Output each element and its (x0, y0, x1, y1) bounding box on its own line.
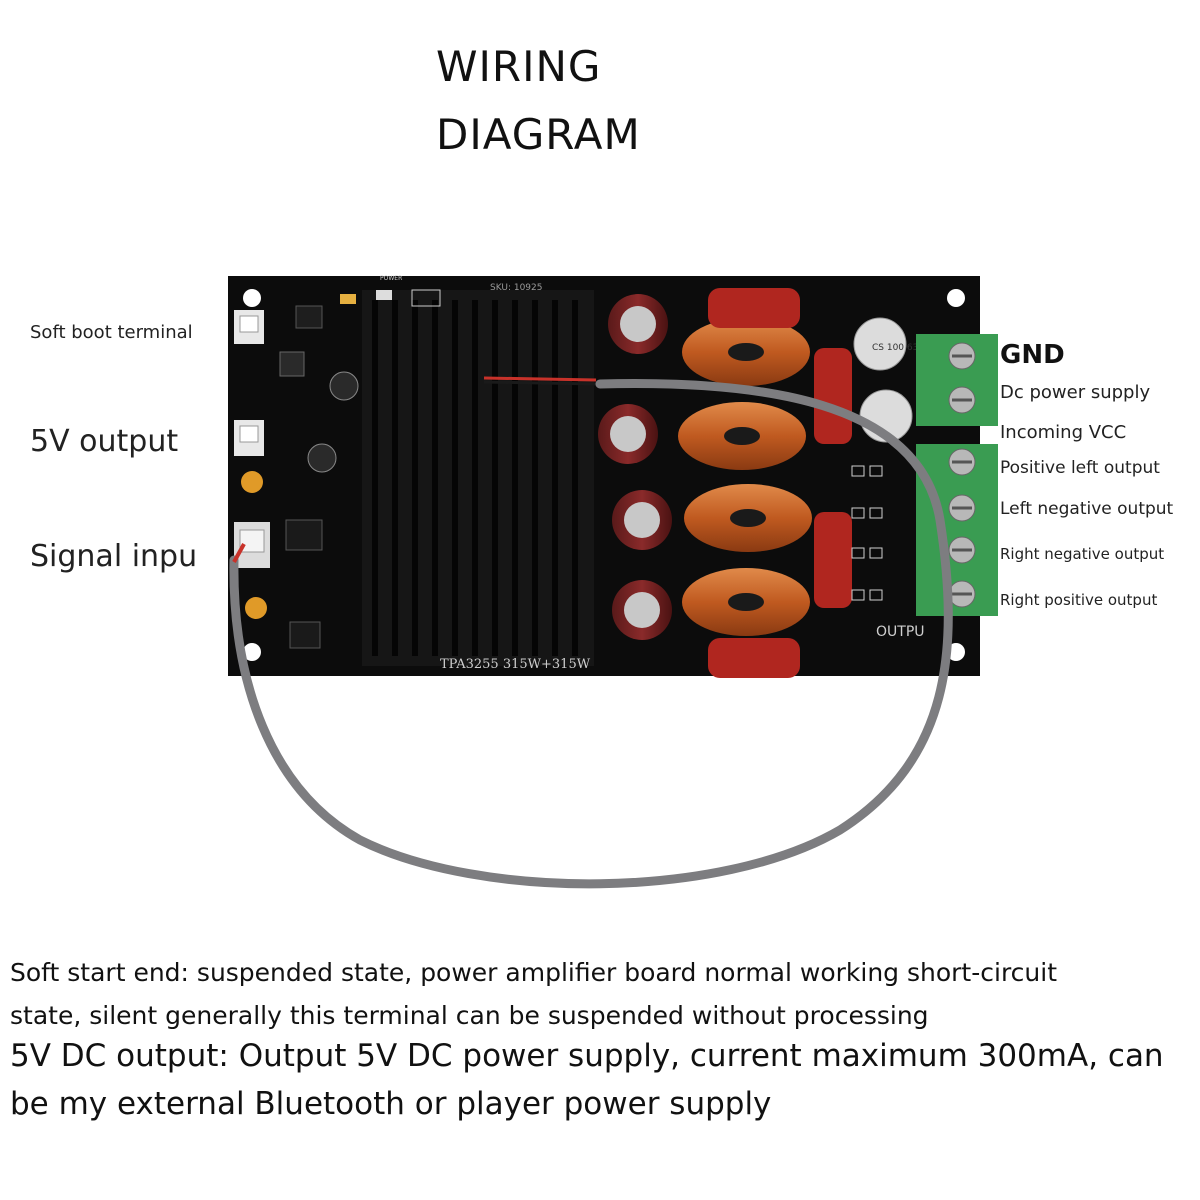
right-negative-output-label: Right negative output (1000, 545, 1165, 563)
power-led-text: POWER (380, 275, 402, 282)
soft-boot-terminal-label: Soft boot terminal (30, 322, 193, 343)
signal-cable (229, 379, 953, 889)
positive-left-output-label: Positive left output (1000, 458, 1160, 478)
gnd-label: GND (1000, 340, 1065, 370)
mounting-hole (947, 289, 965, 307)
board-model-text: TPA3255 315W+315W (440, 657, 591, 672)
smd-pads (851, 465, 883, 601)
left-components (234, 289, 441, 649)
black-wire (483, 380, 597, 386)
five-v-output-label: 5V output (30, 424, 179, 459)
description-line-3: 5V DC output: Output 5V DC power supply,… (10, 1038, 1164, 1074)
cable-end-red (232, 543, 246, 563)
title-line-2: DIAGRAM (436, 110, 641, 159)
heatsink (362, 290, 594, 666)
mounting-hole (947, 643, 965, 661)
screw-terminal-block (916, 334, 998, 616)
signal-input-label: Signal inpu (30, 539, 198, 574)
incoming-vcc-label: Incoming VCC (1000, 422, 1127, 443)
inductor-coils (678, 318, 812, 636)
mounting-hole (243, 643, 261, 661)
left-negative-output-label: Left negative output (1000, 499, 1174, 519)
mounting-hole (243, 289, 261, 307)
electrolytic-capacitors: CS 100 63V (598, 294, 925, 640)
dc-power-supply-label: Dc power supply (1000, 382, 1151, 403)
right-positive-output-label: Right positive output (1000, 591, 1158, 609)
film-capacitors (708, 288, 852, 678)
output-board-text: OUTPU (876, 624, 925, 640)
description-line-4: be my external Bluetooth or player power… (10, 1086, 772, 1122)
title-line-1: WIRING (436, 42, 602, 91)
red-wire (483, 376, 597, 382)
description-line-1: Soft start end: suspended state, power a… (10, 958, 1058, 987)
description-line-2: state, silent generally this terminal ca… (10, 1001, 929, 1030)
board-sku-text: SKU: 10925 (490, 283, 542, 293)
cap-label: CS 100 63V (872, 343, 925, 353)
